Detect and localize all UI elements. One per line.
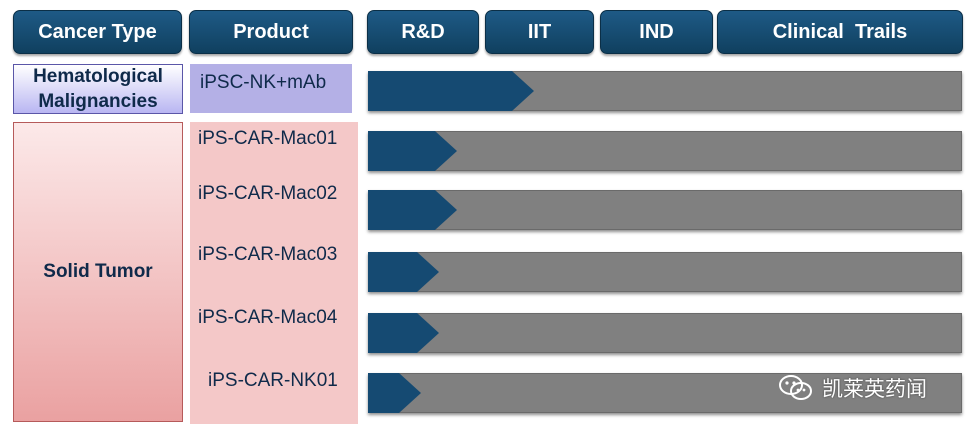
header-stage-iit: IIT (485, 10, 594, 54)
product-label: iPS-CAR-NK01 (208, 370, 338, 391)
product-label: iPS-CAR-Mac03 (198, 244, 338, 265)
progress-arrow-shape (368, 71, 534, 111)
progress-arrow (368, 190, 457, 230)
progress-arrow (368, 131, 457, 171)
product-label: iPS-CAR-Mac04 (198, 307, 338, 328)
progress-arrow (368, 373, 421, 413)
header-stage-clinical-trials: Clinical Trails (717, 10, 963, 54)
product-column-solid (190, 122, 358, 424)
progress-arrow (368, 71, 534, 111)
category-heme-line1: Hematological (33, 66, 163, 87)
progress-arrow-shape (368, 190, 457, 230)
header-product: Product (189, 10, 353, 54)
category-hematological-malignancies: Hematological Malignancies (13, 64, 183, 114)
pipeline-track (368, 252, 962, 292)
watermark: 凯莱英药闻 (778, 370, 927, 406)
header-cancer-type: Cancer Type (13, 10, 182, 54)
progress-arrow-shape (368, 252, 439, 292)
progress-arrow-shape (368, 373, 421, 413)
header-stage-rd: R&D (367, 10, 479, 54)
product-label: iPSC-NK+mAb (200, 72, 327, 93)
product-label: iPS-CAR-Mac02 (198, 183, 338, 204)
progress-arrow-shape (368, 313, 439, 353)
pipeline-track (368, 190, 962, 230)
wechat-icon (779, 375, 812, 400)
progress-arrow (368, 313, 439, 353)
pipeline-track (368, 131, 962, 171)
header-stage-ind: IND (600, 10, 713, 54)
category-solid-tumor: Solid Tumor (13, 122, 183, 422)
category-heme-line2: Malignancies (38, 91, 158, 112)
pipeline-track (368, 373, 962, 413)
product-column-heme (190, 64, 352, 113)
progress-arrow (368, 252, 439, 292)
progress-arrow-shape (368, 131, 457, 171)
pipeline-track (368, 313, 962, 353)
watermark-text: 凯莱英药闻 (822, 378, 927, 401)
pipeline-track (368, 71, 962, 111)
category-solid-label: Solid Tumor (43, 261, 153, 282)
product-label: iPS-CAR-Mac01 (198, 128, 338, 149)
